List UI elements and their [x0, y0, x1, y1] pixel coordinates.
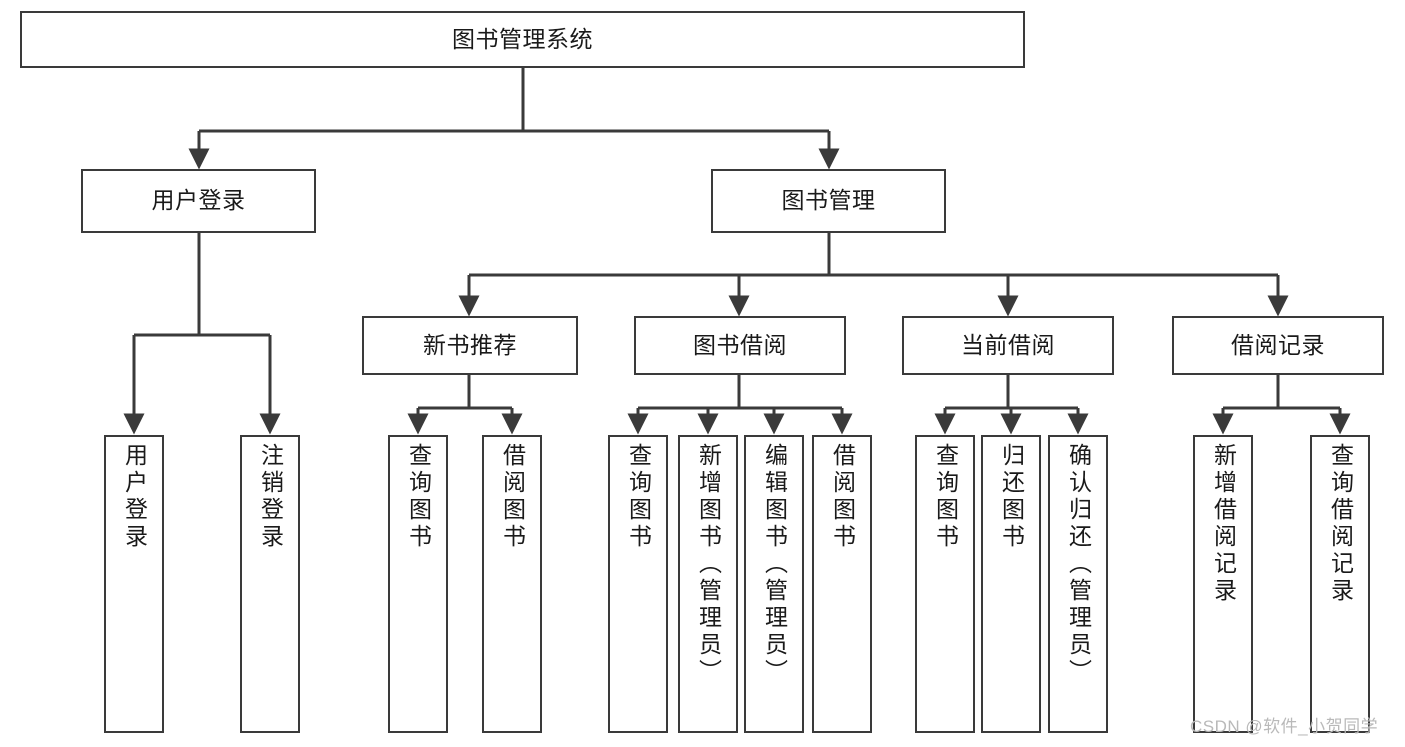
node-book-borrow[interactable]: 图书借阅	[634, 316, 846, 375]
node-label: 查询图书	[625, 443, 652, 551]
leaf-query-book-1[interactable]: 查询图书	[388, 435, 448, 733]
leaf-query-book-3[interactable]: 查询图书	[915, 435, 975, 733]
node-label: 新书推荐	[423, 331, 517, 358]
leaf-add-borrow-record[interactable]: 新增借阅记录	[1193, 435, 1253, 733]
leaf-edit-book-admin[interactable]: 编辑图书（管理员）	[744, 435, 804, 733]
leaf-return-book[interactable]: 归还图书	[981, 435, 1041, 733]
node-label: 注销登录	[257, 443, 284, 551]
node-label: 借阅图书	[499, 443, 526, 551]
csdn-watermark: CSDN @软件_小贺同学	[1190, 717, 1379, 736]
node-label: 借阅图书	[829, 443, 856, 551]
node-label: 借阅记录	[1231, 331, 1325, 358]
node-label: 编辑图书（管理员）	[761, 443, 788, 686]
node-user-login[interactable]: 用户登录	[81, 169, 316, 233]
node-label: 当前借阅	[961, 331, 1055, 358]
node-label: 图书管理系统	[452, 25, 593, 52]
node-label: 新增图书（管理员）	[695, 443, 722, 686]
node-current-borrow[interactable]: 当前借阅	[902, 316, 1114, 375]
leaf-add-book-admin[interactable]: 新增图书（管理员）	[678, 435, 738, 733]
node-label: 新增借阅记录	[1210, 443, 1237, 605]
node-borrow-record[interactable]: 借阅记录	[1172, 316, 1384, 375]
node-root-book-management-system[interactable]: 图书管理系统	[20, 11, 1025, 68]
leaf-logout-login[interactable]: 注销登录	[240, 435, 300, 733]
node-label: 用户登录	[151, 187, 246, 214]
leaf-query-borrow-record[interactable]: 查询借阅记录	[1310, 435, 1370, 733]
node-label: 确认归还（管理员）	[1065, 443, 1092, 686]
node-label: 图书管理	[781, 187, 876, 214]
leaf-borrow-book-1[interactable]: 借阅图书	[482, 435, 542, 733]
node-label: 查询借阅记录	[1327, 443, 1354, 605]
node-label: 归还图书	[998, 443, 1025, 551]
leaf-borrow-book-2[interactable]: 借阅图书	[812, 435, 872, 733]
node-label: 用户登录	[121, 443, 148, 551]
node-label: 图书借阅	[693, 331, 787, 358]
node-book-management[interactable]: 图书管理	[711, 169, 946, 233]
leaf-confirm-return-admin[interactable]: 确认归还（管理员）	[1048, 435, 1108, 733]
node-label: 查询图书	[932, 443, 959, 551]
leaf-query-book-2[interactable]: 查询图书	[608, 435, 668, 733]
node-new-book-recommend[interactable]: 新书推荐	[362, 316, 578, 375]
leaf-user-login[interactable]: 用户登录	[104, 435, 164, 733]
node-label: 查询图书	[405, 443, 432, 551]
